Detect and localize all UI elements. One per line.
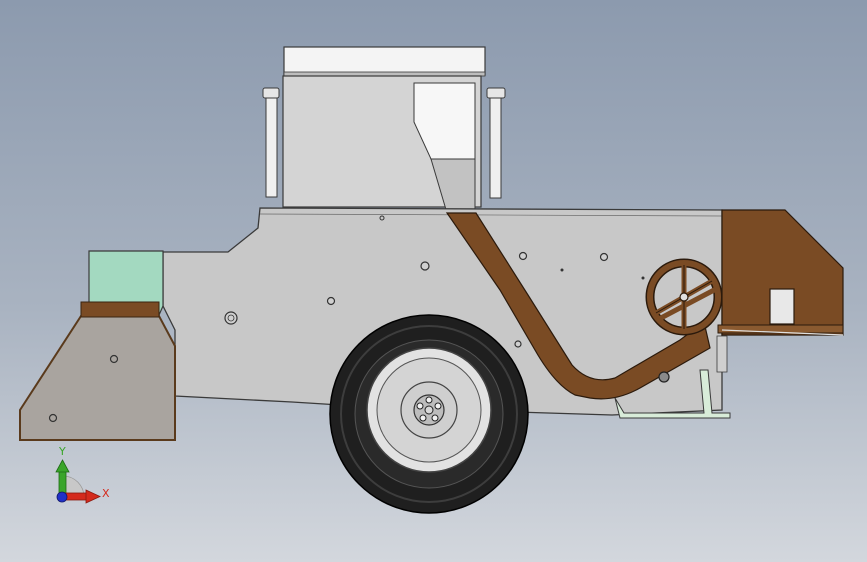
rear-stand[interactable] (614, 335, 731, 419)
bolt-hole (109, 354, 119, 364)
conveyor-chute[interactable] (445, 212, 711, 400)
bolt-hole (224, 311, 238, 325)
body-top-edge (259, 213, 723, 217)
hopper-top-rim[interactable] (80, 301, 160, 318)
y-axis-label: Y (58, 445, 66, 458)
right-support-post[interactable] (489, 92, 502, 199)
right-post-cap (486, 87, 506, 99)
bolt-hole (599, 252, 609, 262)
bolt-hole (560, 268, 564, 272)
tire-sidewall (340, 325, 518, 503)
cab-roof-panel[interactable] (283, 46, 486, 76)
chute-duct[interactable] (445, 212, 711, 400)
rear-hood-line (721, 329, 844, 336)
rear-access-window[interactable] (769, 288, 795, 325)
bolt-hole (514, 340, 522, 348)
rotor-hub[interactable] (679, 292, 689, 302)
x-axis-label: X (102, 487, 110, 500)
bolt-hole (227, 314, 235, 322)
bolt-hole (641, 276, 645, 280)
bolt-hole (518, 251, 528, 261)
y-axis-arrow[interactable] (55, 459, 70, 496)
bolt-hole (48, 413, 58, 423)
rotor-outer-ring-fill (647, 260, 721, 334)
left-support-post[interactable] (265, 92, 278, 198)
lug-nuts (416, 396, 442, 422)
left-post-cap (262, 87, 280, 99)
coordinate-triad[interactable]: Y X (55, 445, 110, 504)
stand-bracket (716, 335, 728, 373)
bolt-hole (420, 261, 430, 271)
z-axis-dot[interactable] (56, 491, 68, 503)
front-hopper[interactable] (19, 301, 176, 441)
rotor-assembly[interactable] (645, 258, 723, 336)
hopper-body[interactable] (19, 315, 176, 441)
rear-hood-base (717, 324, 844, 334)
stand-caster[interactable] (658, 371, 670, 383)
wheel-center-cap (424, 405, 434, 415)
bolt-hole (379, 215, 385, 221)
rear-hood[interactable] (717, 209, 844, 336)
bolt-hole (326, 296, 336, 306)
cab-assembly[interactable] (262, 46, 506, 214)
rear-hood-panel[interactable] (721, 209, 844, 336)
stand-frame (614, 369, 731, 419)
main-wheel[interactable] (329, 314, 529, 514)
